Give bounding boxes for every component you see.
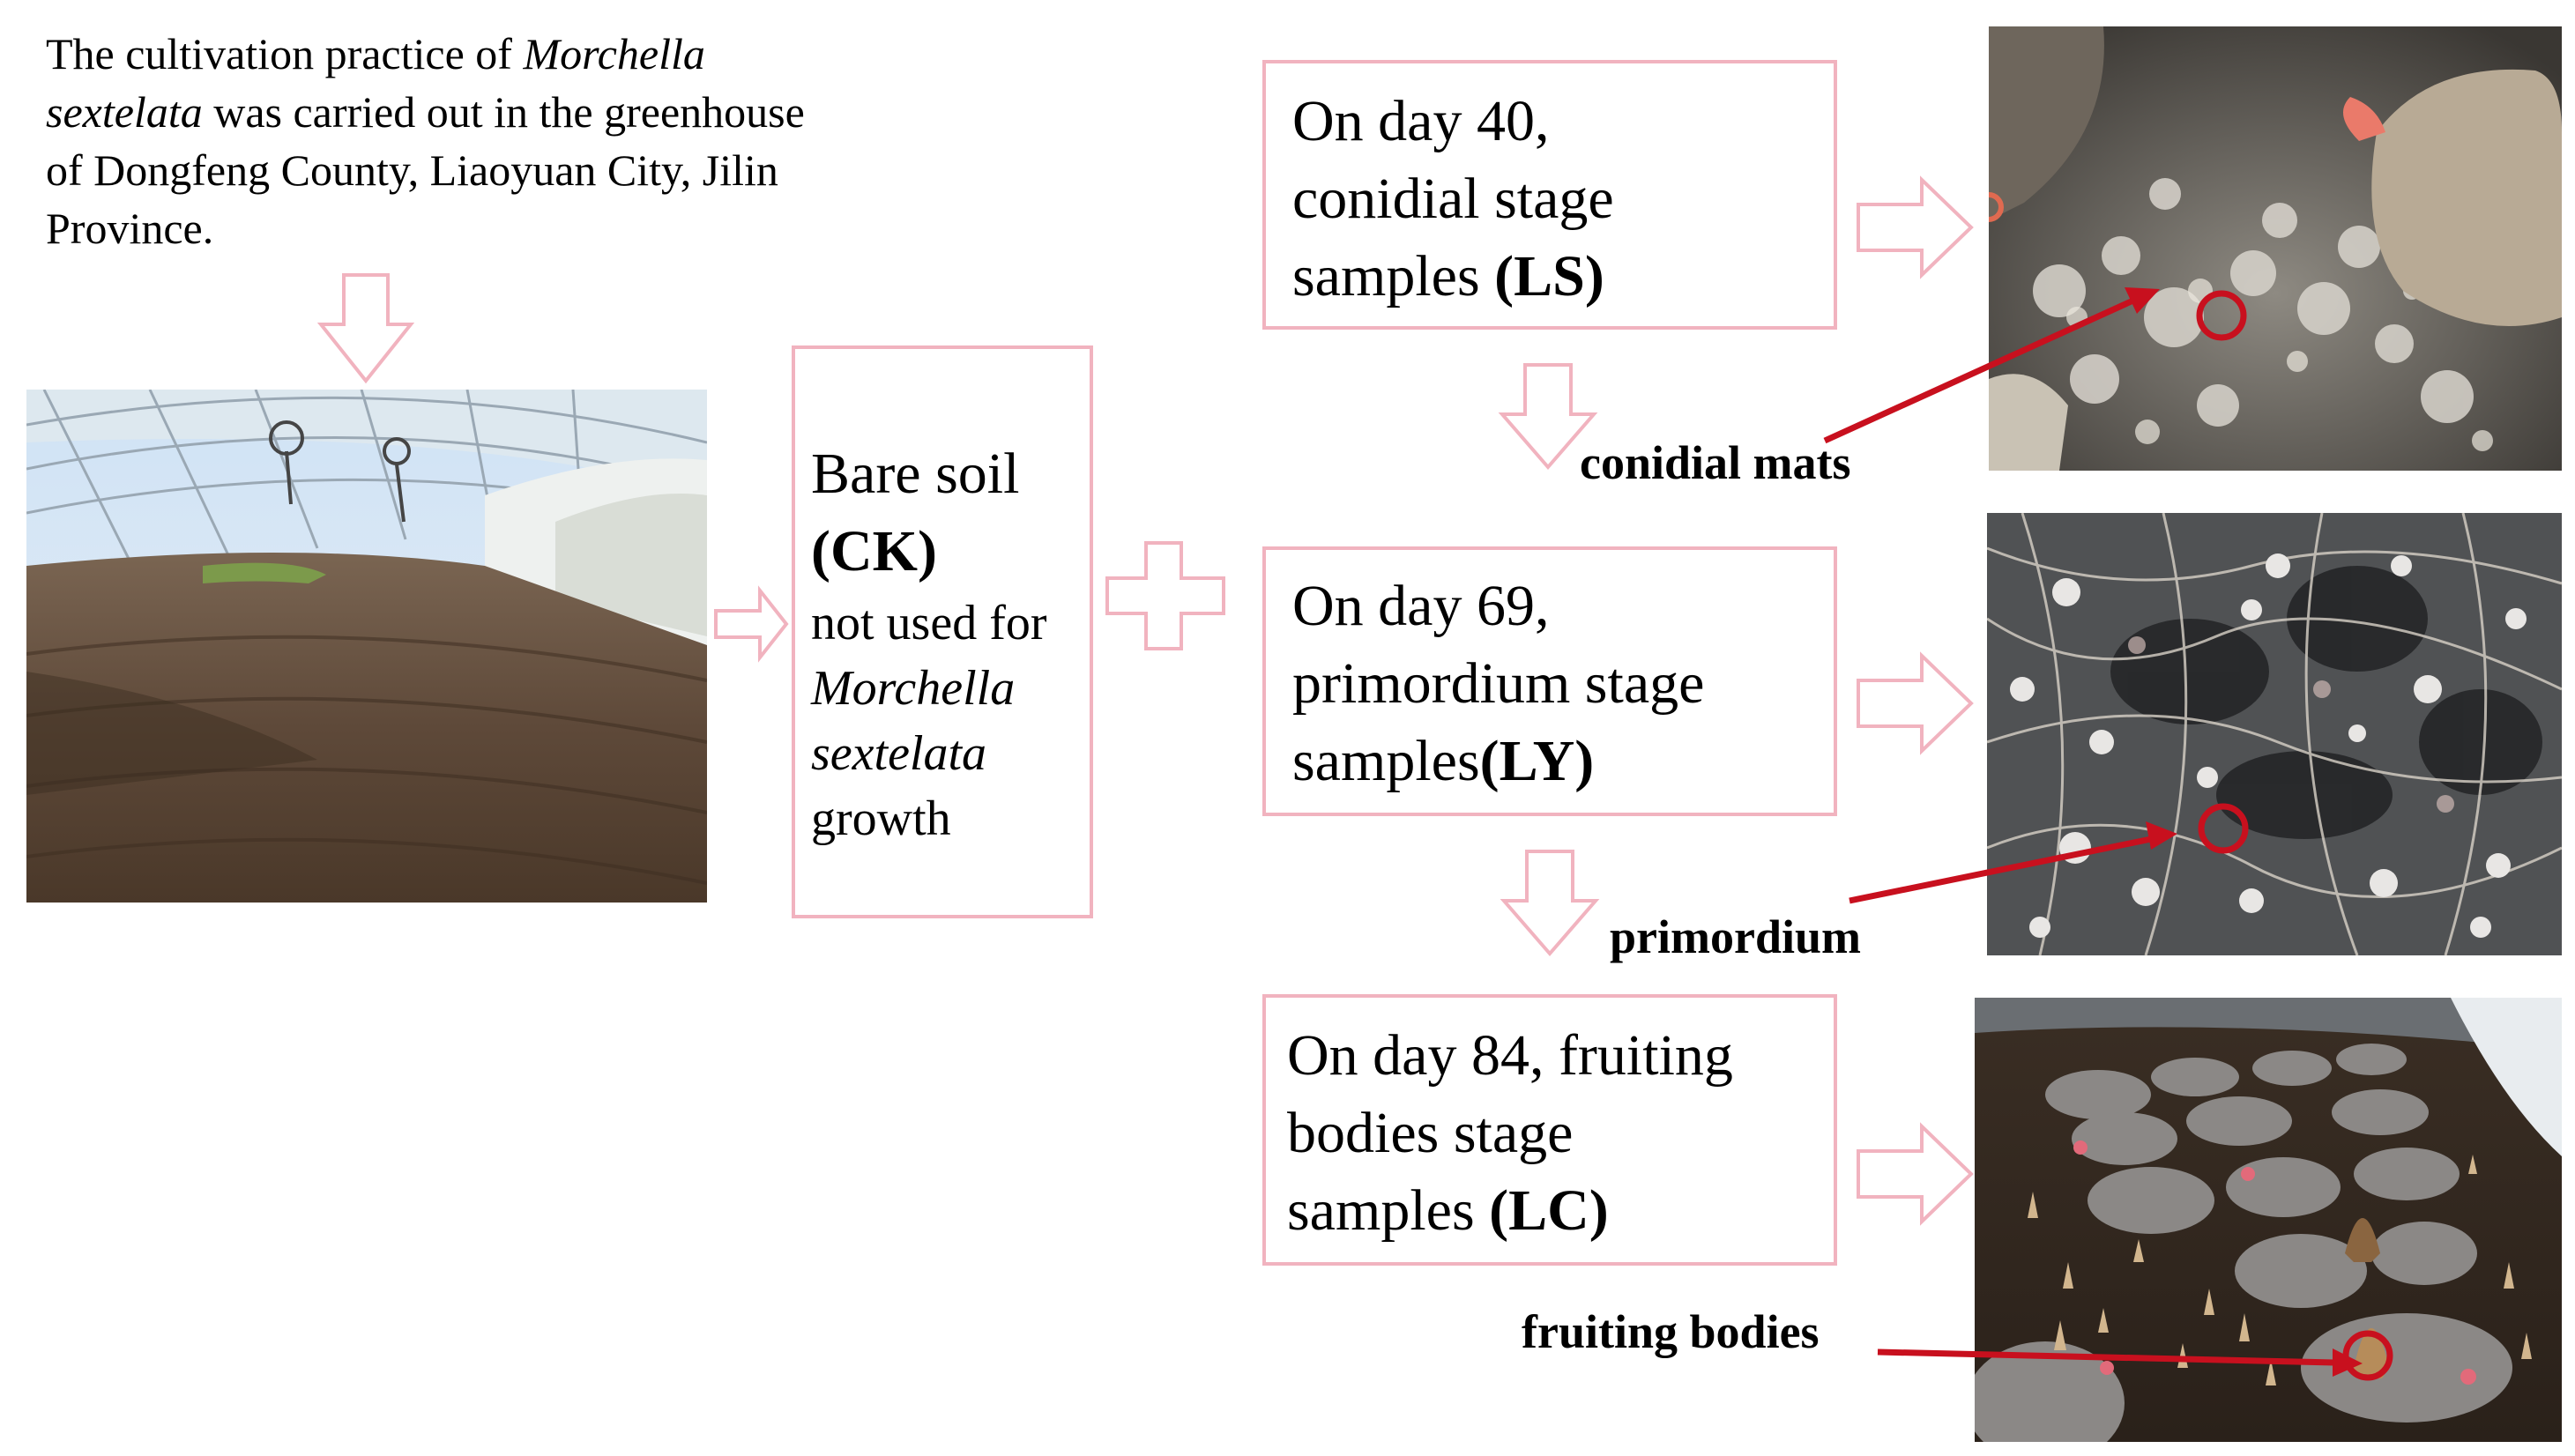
intro-part2: was carried out in the greenhouse of Don… <box>46 87 805 253</box>
conidial-mats-circle <box>2196 290 2247 341</box>
ls-to-ly-arrow <box>1498 363 1598 471</box>
ly-line2: primordium stage <box>1292 651 1705 716</box>
greenhouse-photo <box>26 390 707 903</box>
ls-line1: On day 40, <box>1292 89 1550 153</box>
lc-box: On day 84, fruiting bodies stage samples… <box>1262 994 1837 1266</box>
ck-code: (CK) <box>811 519 937 583</box>
fruiting-bodies-label: fruiting bodies <box>1522 1305 1820 1358</box>
ls-line2: conidial stage <box>1292 167 1614 231</box>
conidial-mats-pointer <box>1823 296 2137 444</box>
conidial-mats-label: conidial mats <box>1580 436 1851 489</box>
primordium-circle <box>2198 803 2249 854</box>
ly-to-lc-arrow <box>1500 850 1600 957</box>
ck-line3: not used for <box>811 596 1047 650</box>
fruiting-bodies-pointer <box>1877 1348 2335 1366</box>
ck-species-1: Morchella <box>811 661 1016 716</box>
ck-line1: Bare soil <box>811 442 1020 506</box>
ls-box: On day 40, conidial stage samples (LS) <box>1262 60 1837 330</box>
plus-icon <box>1105 541 1225 650</box>
ly-code: (LY) <box>1479 729 1595 793</box>
lc-to-photo-arrow <box>1857 1122 1974 1226</box>
conidial-mats-arrowhead <box>2125 287 2160 314</box>
ly-box: On day 69, primordium stage samples(LY) <box>1262 546 1837 816</box>
intro-text: The cultivation practice of Morchella se… <box>46 25 822 257</box>
conidial-mats-photo <box>1989 26 2562 471</box>
ly-line3: samples <box>1292 729 1480 793</box>
ck-species-2: sextelata <box>811 726 987 781</box>
lc-line2: bodies stage <box>1287 1101 1574 1165</box>
ls-to-photo-arrow <box>1857 175 1974 279</box>
intro-part1: The cultivation practice of <box>46 29 524 78</box>
fruiting-bodies-photo <box>1975 998 2562 1442</box>
primordium-arrowhead <box>2146 821 2177 850</box>
fruiting-bodies-circle <box>2342 1330 2393 1381</box>
ck-line6: growth <box>811 791 951 846</box>
lc-line3: samples <box>1287 1178 1490 1243</box>
intro-species: Morchella sextelata <box>46 29 705 137</box>
primordium-label: primordium <box>1610 910 1862 963</box>
lc-code: (LC) <box>1489 1178 1609 1243</box>
lc-line1: On day 84, fruiting <box>1287 1023 1733 1088</box>
ls-code: (LS) <box>1494 244 1604 308</box>
ly-to-photo-arrow <box>1857 651 1974 755</box>
ck-box: Bare soil (CK) not used for Morchella se… <box>792 345 1093 918</box>
primordium-pointer <box>1849 836 2152 904</box>
fruiting-bodies-arrowhead <box>2333 1348 2363 1377</box>
ly-line1: On day 69, <box>1292 574 1550 638</box>
photo-to-ck-arrow <box>714 585 789 663</box>
ls-line3: samples <box>1292 244 1495 308</box>
intro-down-arrow <box>316 273 415 384</box>
primordium-photo <box>1987 513 2562 955</box>
